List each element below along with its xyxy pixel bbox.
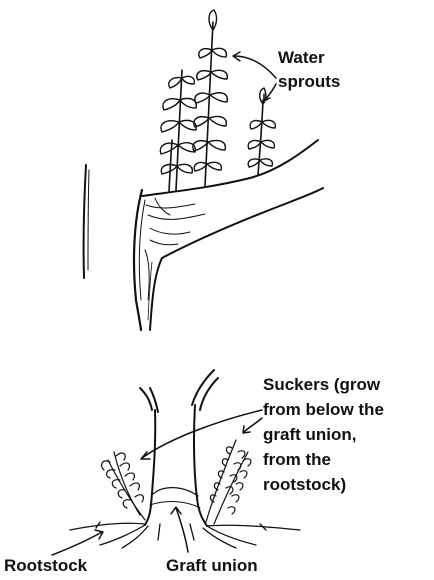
right-suckers <box>206 440 251 524</box>
water-sprouts-arrows <box>233 52 276 101</box>
lone-trunk-line <box>84 165 89 278</box>
base-trunk <box>140 370 218 526</box>
suckers-label-line: Suckers (grow <box>263 372 433 397</box>
graft-union-label: Graft union <box>166 554 258 578</box>
water-sprouts-label: Water sprouts <box>278 46 398 94</box>
rootstock-arrow <box>52 530 103 555</box>
rootstock-label: Rootstock <box>4 554 87 578</box>
water-sprouts-label-line: Water <box>278 46 398 70</box>
graft-union-arrow <box>171 507 188 552</box>
water-sprouts-label-line: sprouts <box>278 70 398 94</box>
left-sucker <box>102 452 145 520</box>
suckers-label-line: from below the <box>263 397 433 422</box>
suckers-label-line: rootstock) <box>263 472 433 497</box>
suckers-label-line: graft union, <box>263 422 433 447</box>
suckers-label: Suckers (grow from below the graft union… <box>263 372 433 497</box>
suckers-label-line: from the <box>263 447 433 472</box>
